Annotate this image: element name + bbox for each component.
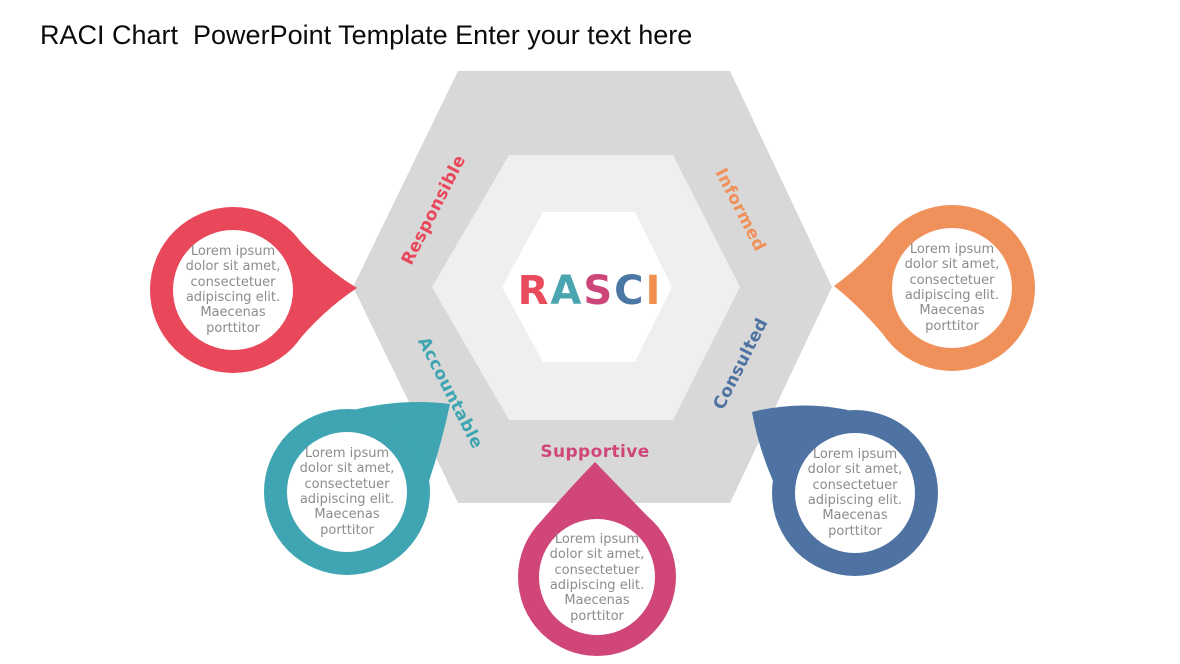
callout-responsible-inner [173,230,293,350]
center-word-rasci: RASCI [518,268,663,314]
callout-text-responsible: Lorem ipsum dolor sit amet, consectetuer… [185,244,281,336]
callout-text-supportive: Lorem ipsum dolor sit amet, consectetuer… [549,532,645,624]
role-label-supportive: Supportive [540,442,650,462]
callout-text-accountable: Lorem ipsum dolor sit amet, consectetuer… [299,446,395,538]
callout-supportive-inner [539,519,655,635]
rasci-letter-r: R [517,268,551,314]
callout-accountable [264,402,450,575]
callout-consulted [752,405,938,576]
callout-consulted-inner [795,433,915,553]
callout-accountable-inner [287,432,407,552]
rasci-letter-c: C [614,268,646,314]
callout-text-consulted: Lorem ipsum dolor sit amet, consectetuer… [807,447,903,539]
rasci-letter-s: S [583,268,615,314]
slide-title: RACI Chart PowerPoint Template Enter you… [40,20,693,50]
hexagon-inner [502,212,672,362]
rasci-letter-i: I [645,268,663,314]
rasci-letter-a: A [550,268,584,314]
callout-responsible [150,207,357,373]
callout-supportive [518,462,676,656]
callout-informed [834,205,1035,371]
callout-informed-inner [892,228,1012,348]
callout-text-informed: Lorem ipsum dolor sit amet, consectetuer… [904,242,1000,334]
